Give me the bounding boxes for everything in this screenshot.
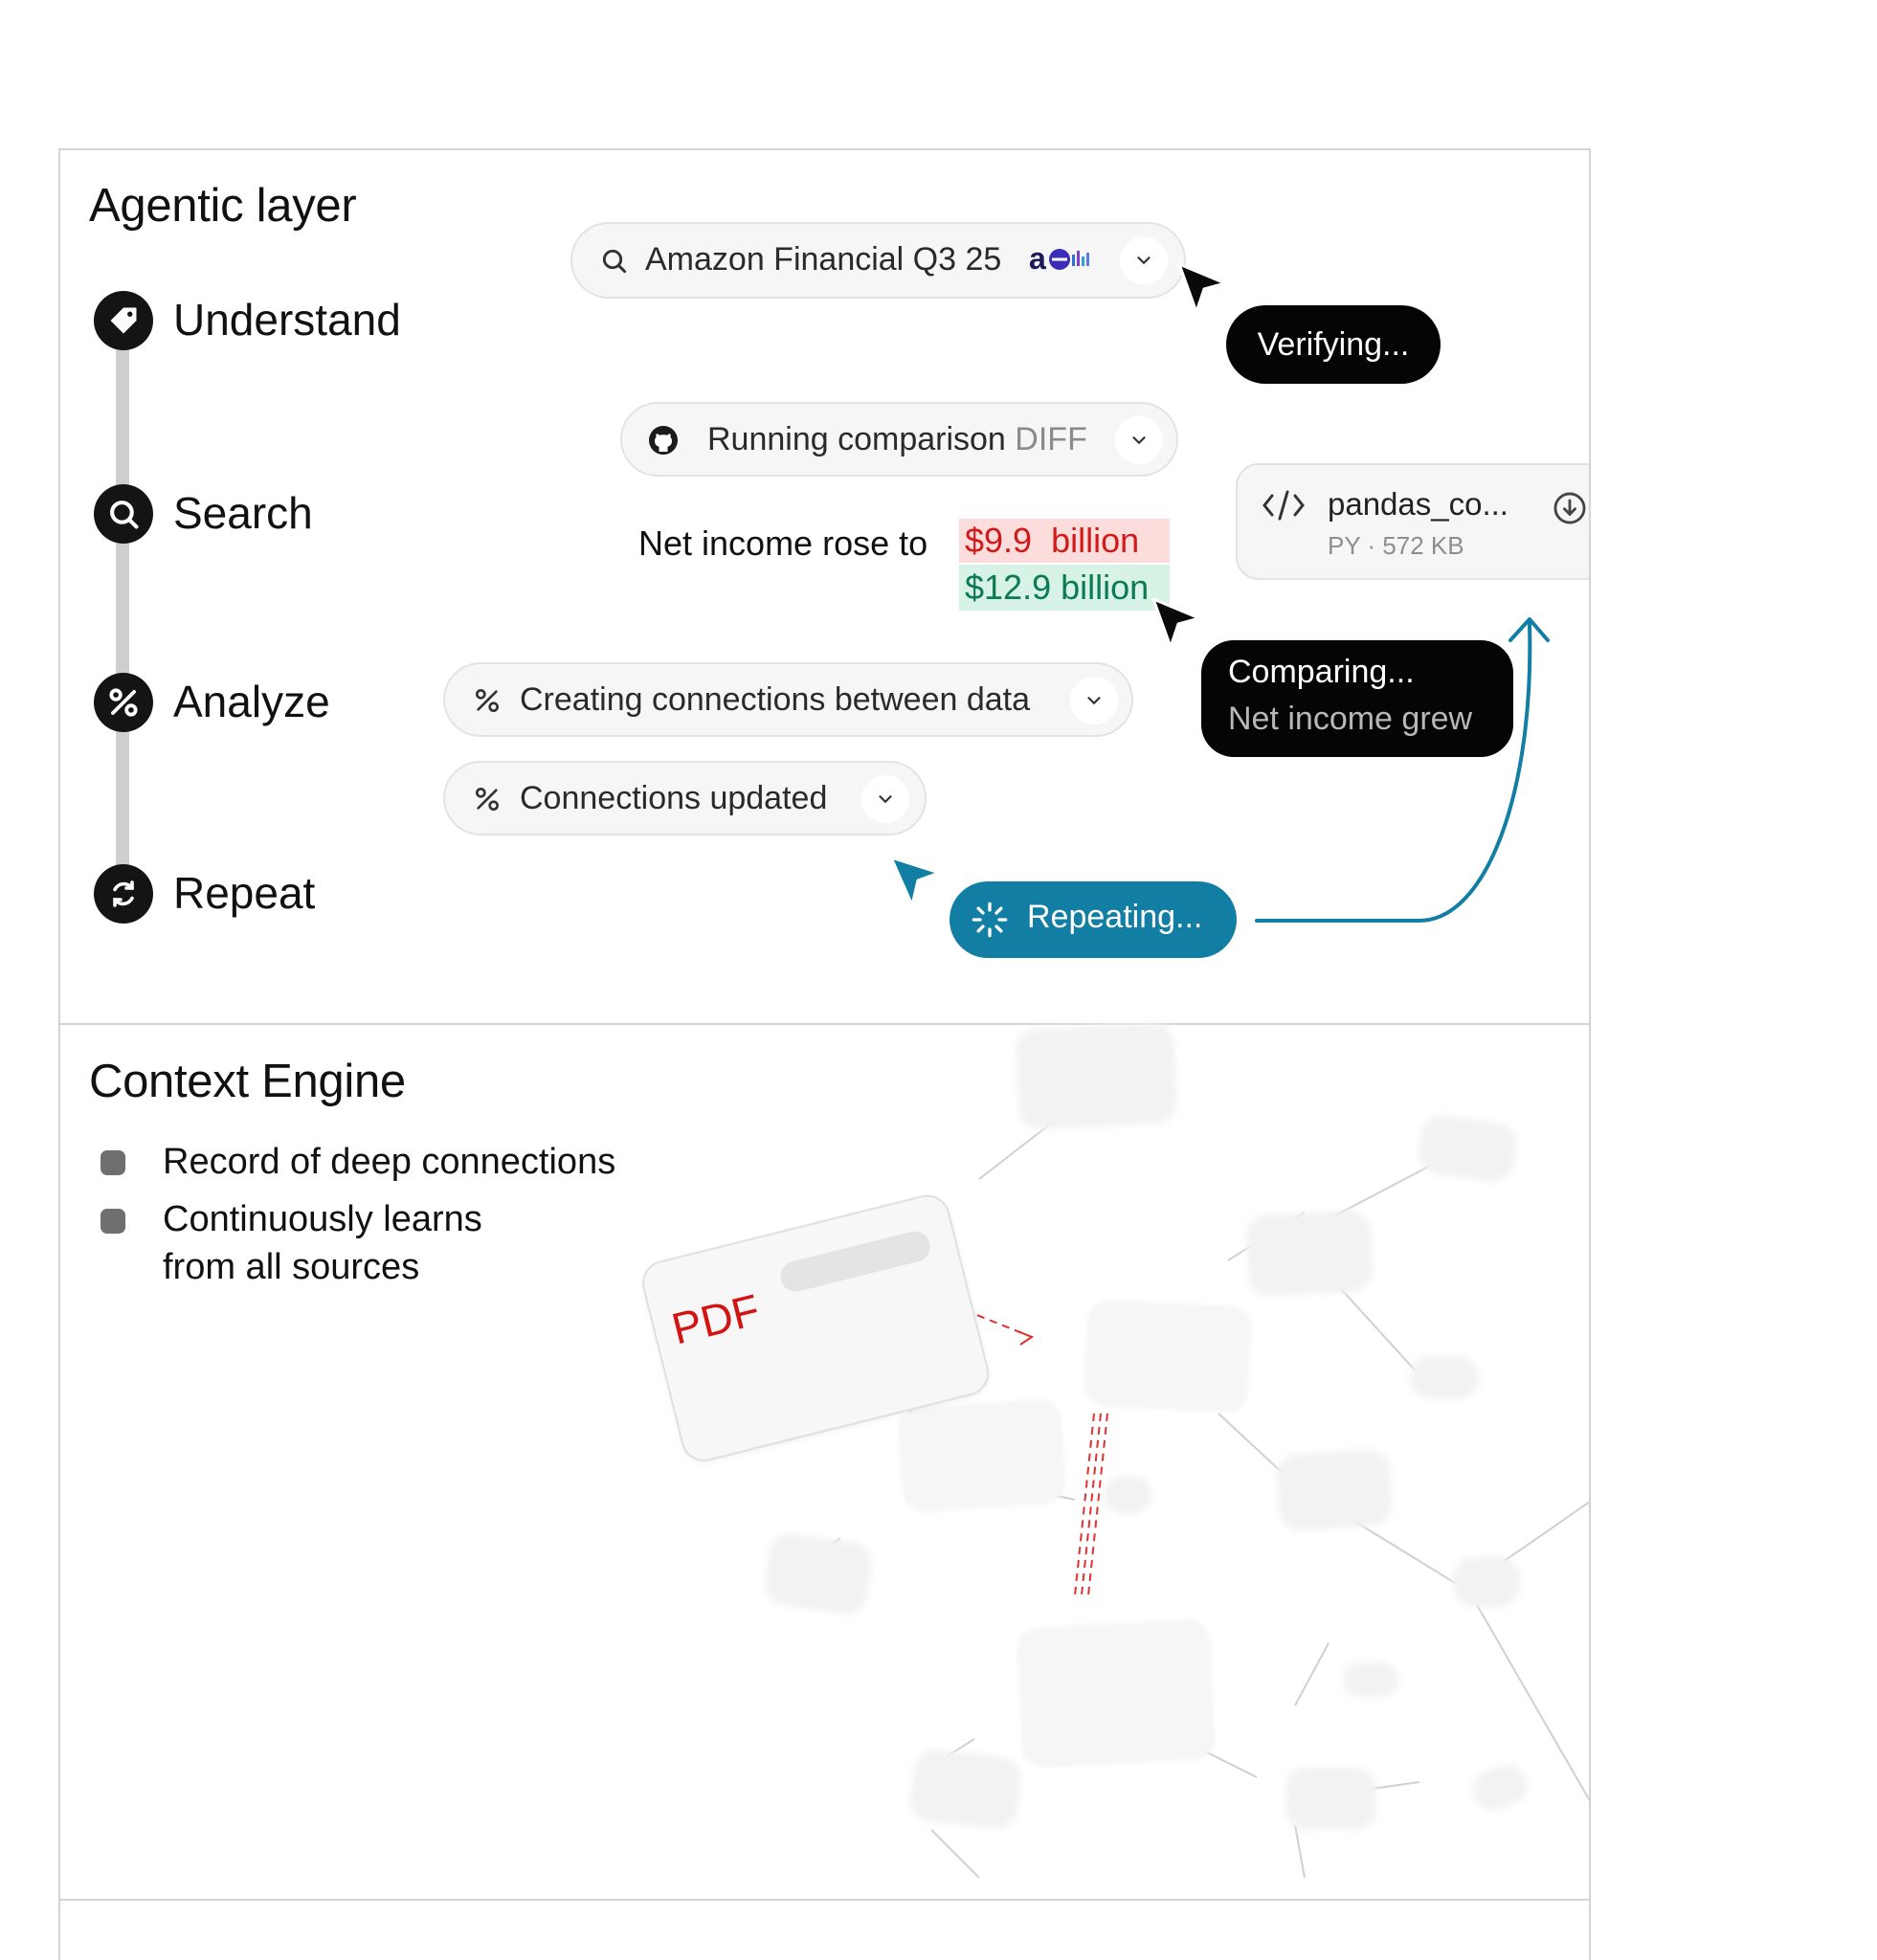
file-card[interactable]: pandas_co... PY · 572 KB	[1236, 463, 1589, 580]
verifying-bubble: Verifying...	[1226, 305, 1441, 384]
graph-node	[762, 1530, 875, 1617]
verifying-text: Verifying...	[1257, 325, 1410, 363]
repeating-button[interactable]: Repeating...	[950, 881, 1237, 958]
context-engine-title: Context Engine	[89, 1056, 406, 1107]
code-icon	[1261, 486, 1307, 529]
search-query-pill[interactable]: Amazon Financial Q3 25 a	[570, 222, 1186, 299]
bullet-text-2: Continuously learns from all sources	[163, 1199, 482, 1287]
comparing-bubble: Comparing... Net income grew	[1201, 640, 1513, 757]
creating-connections-pill[interactable]: Creating connections between data	[443, 662, 1133, 737]
comparing-title: Comparing...	[1228, 654, 1415, 690]
agentic-layer-title: Agentic layer	[89, 180, 357, 232]
download-icon[interactable]	[1552, 490, 1588, 531]
graph-node	[897, 1398, 1067, 1513]
graph-node	[1017, 1618, 1216, 1769]
bullet-text-1: Record of deep connections	[163, 1142, 616, 1182]
net-income-label: Net income rose to	[638, 523, 928, 563]
bullet-icon	[101, 1150, 125, 1175]
cursor-pointer-icon	[889, 856, 941, 907]
step-understand: Understand	[173, 295, 401, 345]
graph-node	[1285, 1768, 1376, 1830]
pdf-label: PDF	[666, 1283, 765, 1354]
section-divider	[60, 1899, 1589, 1901]
file-name: pandas_co...	[1328, 486, 1508, 522]
graph-node	[1084, 1299, 1252, 1414]
connections-updated-text: Connections updated	[520, 780, 828, 816]
step-search: Search	[173, 488, 313, 538]
search-query-text: Amazon Financial Q3 25	[645, 241, 1002, 278]
refresh-icon	[94, 864, 153, 924]
comparison-pill[interactable]: Running comparison DIFF	[620, 402, 1178, 477]
repeating-text: Repeating...	[1027, 899, 1203, 935]
graph-node	[1244, 1209, 1374, 1298]
github-icon	[646, 423, 681, 466]
graph-node	[1275, 1447, 1394, 1533]
graph-node	[1410, 1356, 1479, 1399]
connections-updated-pill[interactable]: Connections updated	[443, 761, 927, 835]
graph-node	[1015, 1021, 1178, 1131]
comparison-text: Running comparison DIFF	[707, 421, 1087, 457]
loop-arrow	[1255, 617, 1550, 923]
connections-icon	[472, 685, 503, 724]
graph-node	[908, 1748, 1023, 1831]
file-meta: PY · 572 KB	[1328, 531, 1464, 560]
connections-icon	[472, 784, 503, 823]
chevron-down-icon[interactable]	[1070, 677, 1118, 724]
graph-node	[1453, 1557, 1520, 1607]
cursor-pointer-icon	[1151, 597, 1201, 649]
chevron-down-icon[interactable]	[1120, 236, 1168, 284]
graph-node	[1104, 1476, 1151, 1514]
creating-connections-text: Creating connections between data	[520, 681, 1031, 718]
pdf-placeholder-bar	[776, 1228, 933, 1296]
graph-node	[1343, 1662, 1398, 1697]
step-analyze: Analyze	[173, 677, 330, 726]
chevron-down-icon[interactable]	[861, 775, 909, 823]
new-value-highlight: $12.9 billion	[959, 565, 1170, 611]
chevron-down-icon[interactable]	[1115, 416, 1163, 464]
main-panel: Agentic layer Understand Search Analyze …	[58, 148, 1591, 1960]
connections-icon	[94, 673, 153, 732]
bullet-icon	[101, 1209, 125, 1234]
old-value-highlight: $9.9 billion	[959, 519, 1170, 563]
cursor-pointer-icon	[1177, 262, 1227, 314]
loading-spinner-icon	[971, 901, 1009, 947]
source-logo-icon: a	[1029, 241, 1092, 277]
tag-icon	[94, 291, 153, 350]
search-icon	[94, 484, 153, 544]
comparing-subtitle: Net income grew	[1228, 701, 1473, 737]
search-icon	[599, 246, 630, 285]
step-repeat: Repeat	[173, 868, 316, 918]
section-divider	[60, 1023, 1589, 1025]
